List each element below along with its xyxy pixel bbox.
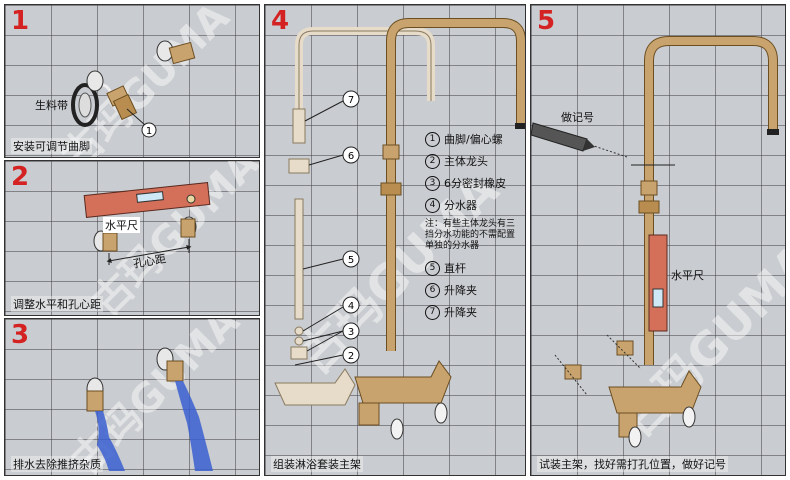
panel-step-2: 古玛GUMA 水平尺 孔心距 2 调整水平和孔心距 (4, 160, 260, 316)
exploded-parts (274, 27, 435, 406)
step-caption: 试装主架，找好需打孔位置，做好记号 (537, 456, 728, 472)
brass-elbow (106, 85, 138, 121)
callout-7: 7 (348, 95, 354, 106)
panel-step-3: 古玛GUMA 3 排水去除推挤杂质 (4, 318, 260, 476)
legend-text: 升降夹 (444, 284, 477, 297)
legend-item: 4 分水器 (425, 197, 525, 213)
level-label: 水平尺 (671, 269, 704, 282)
legend-note: 注：有些主体龙头有三挡分水功能的不需配置单独的分水器 (425, 219, 516, 251)
step2-illustration (83, 182, 211, 265)
water-stream (95, 411, 125, 471)
step-number: 2 (11, 162, 30, 192)
level-tool (83, 182, 211, 218)
step-number: 1 (11, 6, 30, 36)
parts-legend: 1 曲脚/偏心螺 2 主体龙头 3 6分密封橡皮 4 分水器 注：有些主体龙头有三挡分水… (425, 131, 525, 326)
step3-illustration (86, 347, 213, 471)
tape-label: 生料带 (35, 99, 68, 112)
legend-text: 升降夹 (444, 306, 477, 319)
callout-2: 2 (348, 351, 354, 362)
legend-item: 3 6分密封橡皮 (425, 175, 525, 191)
step-caption: 安装可调节曲脚 (11, 138, 92, 154)
legend-num: 6 (425, 282, 440, 298)
callout-5: 5 (348, 255, 354, 266)
panel-step-4: 古玛GUMA (264, 4, 526, 476)
legend-num: 5 (425, 260, 440, 276)
legend-text: 主体龙头 (444, 155, 488, 168)
step-caption: 调整水平和孔心距 (11, 296, 103, 312)
assembled-shower (354, 18, 525, 440)
marker-pen (531, 122, 595, 152)
legend-num: 7 (425, 304, 440, 320)
legend-num: 4 (425, 197, 440, 213)
marker-label: 做记号 (561, 111, 594, 124)
legend-item: 7 升降夹 (425, 304, 525, 320)
callout-circles (342, 90, 360, 364)
callout-label: 1 (146, 126, 152, 137)
water-stream (175, 381, 213, 471)
callout-4: 4 (348, 301, 354, 312)
legend-item: 2 主体龙头 (425, 153, 525, 169)
step-number: 4 (271, 6, 290, 36)
panel-step-1: 古玛GUMA 1 生料带 1 安装可调节曲脚 (4, 4, 260, 158)
panel-step-5: 古玛GUMA (530, 4, 786, 476)
step1-illustration: 1 (71, 40, 196, 138)
step4-illustration: 7 6 5 4 3 2 (274, 18, 525, 440)
legend-text: 6分密封橡皮 (444, 177, 506, 190)
legend-item: 6 升降夹 (425, 282, 525, 298)
legend-text: 直杆 (444, 262, 466, 275)
step-number: 3 (11, 320, 30, 350)
step-number: 5 (537, 6, 556, 36)
step5-illustration (531, 36, 779, 448)
level-label: 水平尺 (103, 217, 140, 233)
callout-6: 6 (348, 151, 354, 162)
step-caption: 组装淋浴套装主架 (271, 456, 363, 472)
step-caption: 排水去除推挤杂质 (11, 456, 103, 472)
legend-item: 1 曲脚/偏心螺 (425, 131, 525, 147)
legend-text: 曲脚/偏心螺 (444, 133, 503, 146)
legend-text: 分水器 (444, 199, 477, 212)
legend-num: 3 (425, 175, 440, 191)
legend-num: 1 (425, 131, 440, 147)
legend-num: 2 (425, 153, 440, 169)
legend-item: 5 直杆 (425, 260, 525, 276)
callout-3: 3 (348, 327, 354, 338)
